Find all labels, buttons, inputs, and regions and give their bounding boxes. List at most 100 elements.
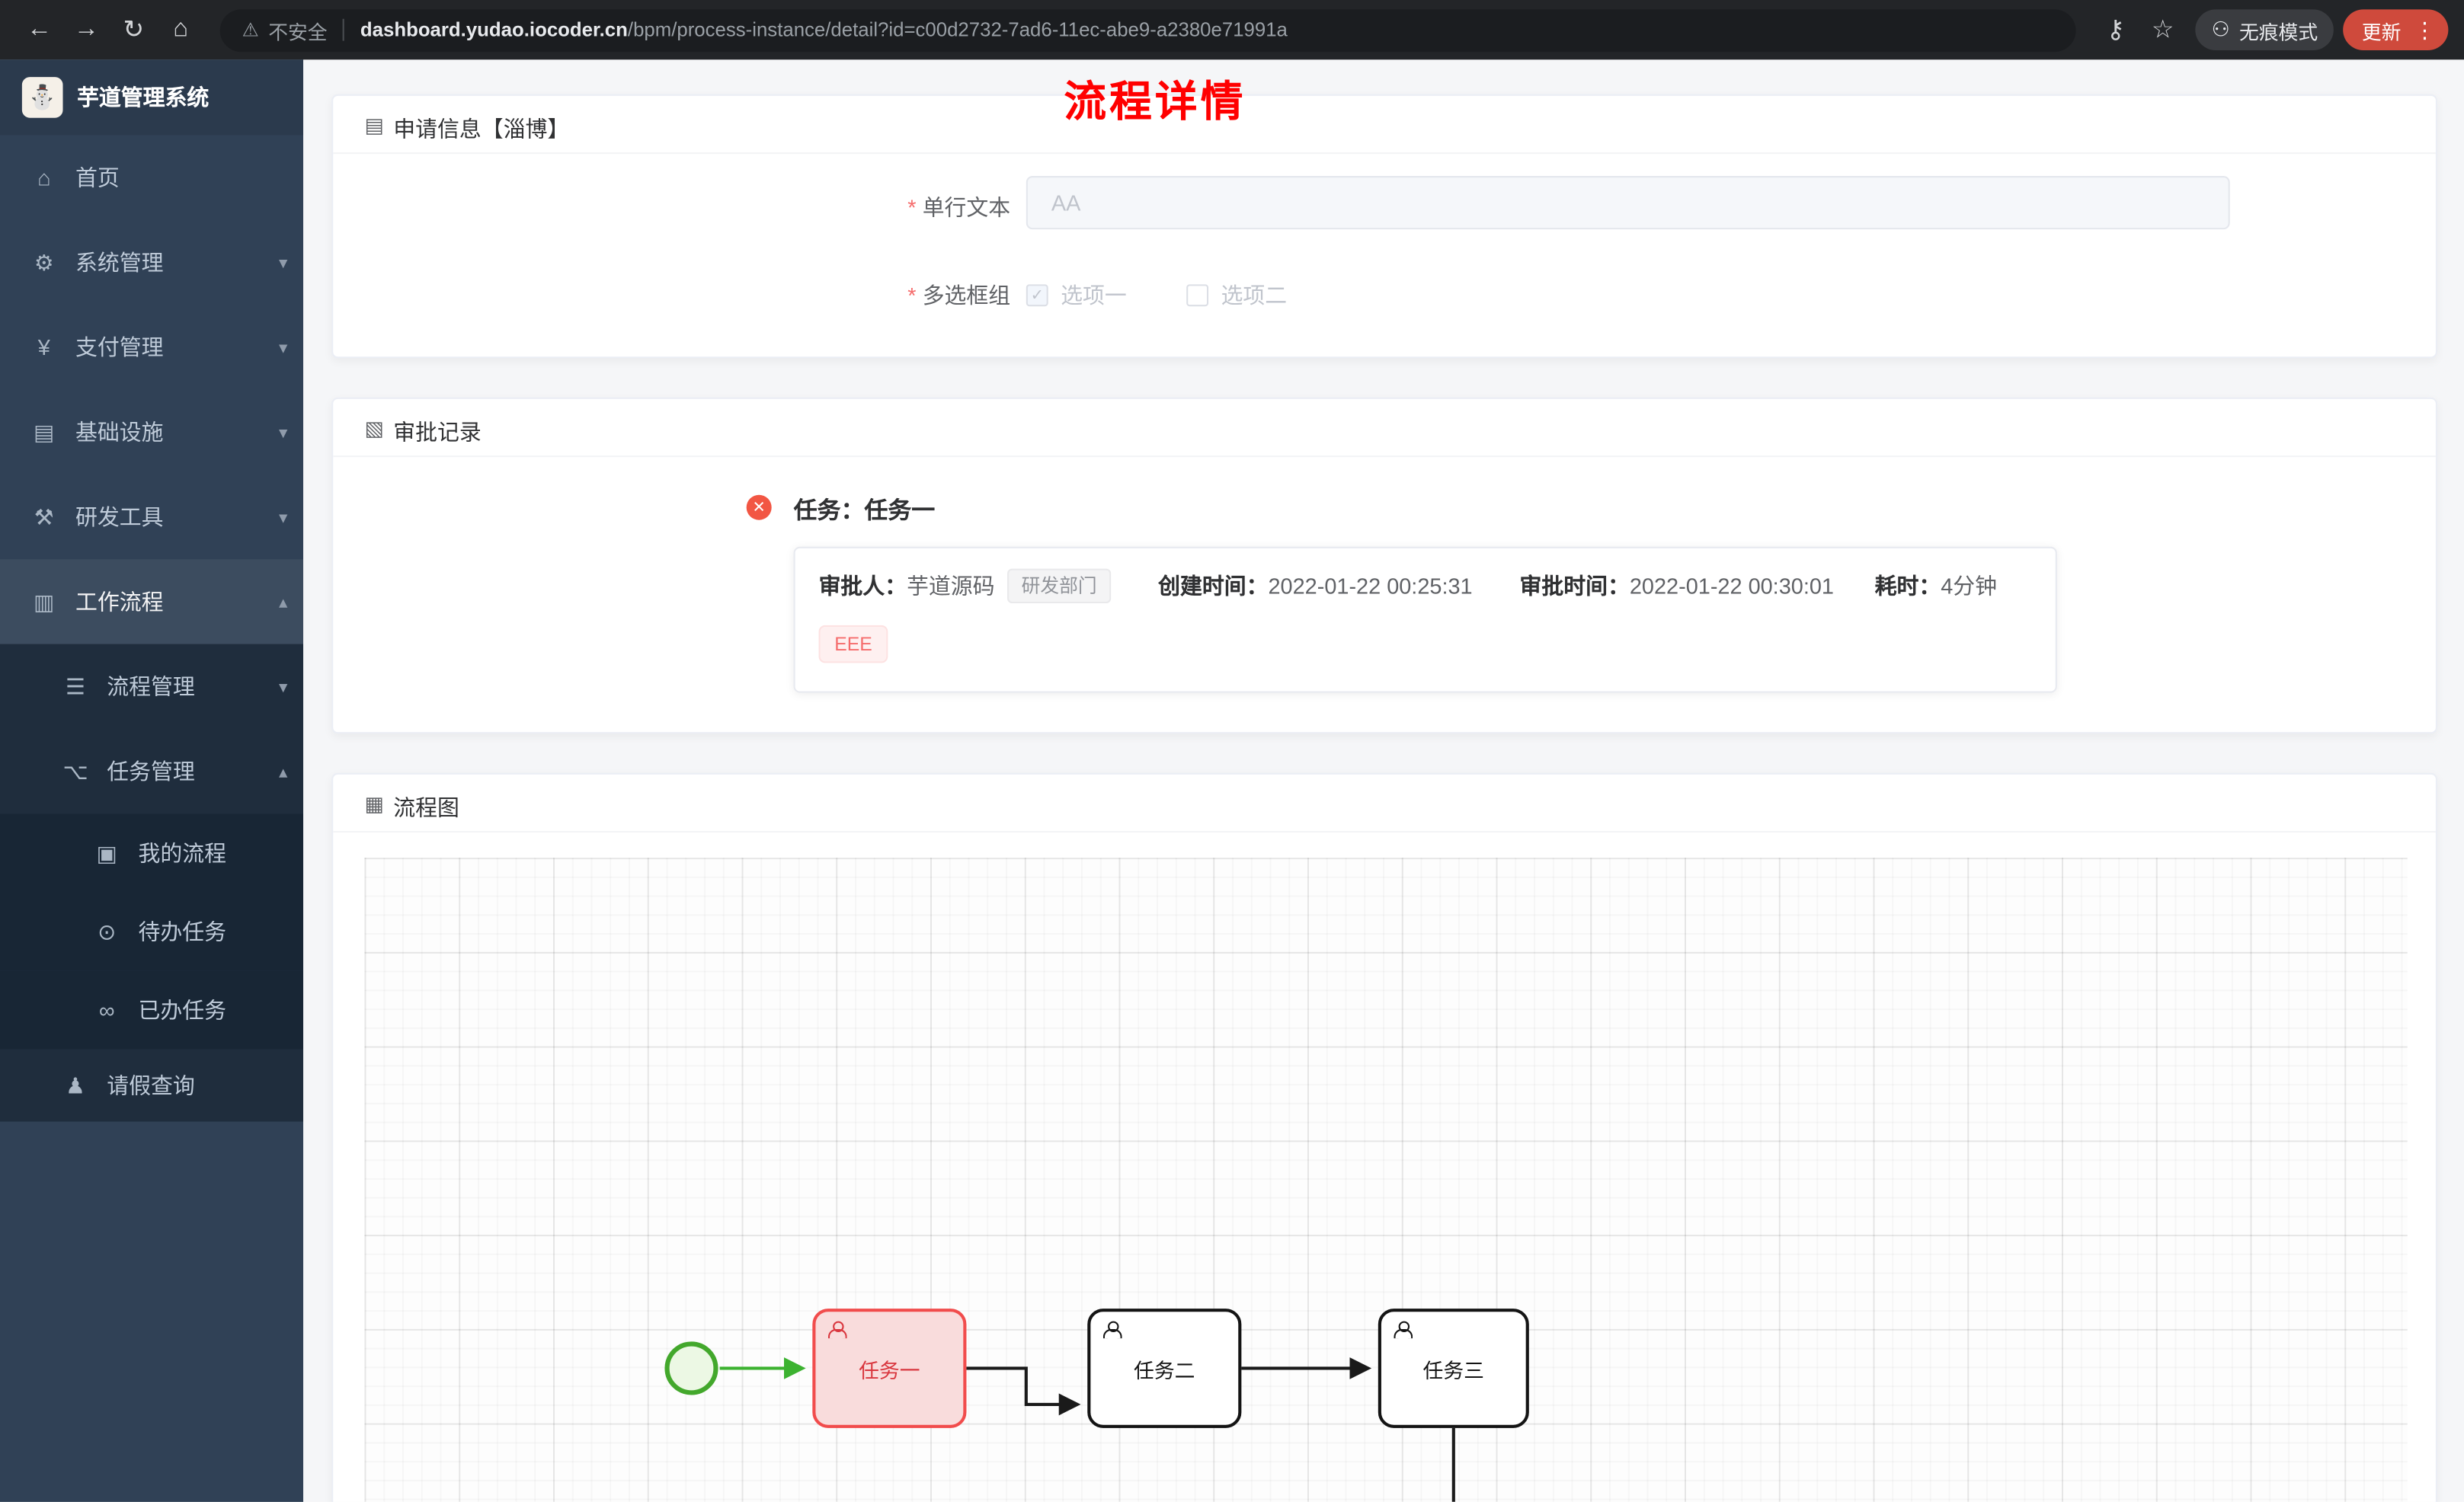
chevron-down-icon: ▾ — [279, 677, 288, 697]
checkbox-field-label: *多选框组 — [790, 280, 1010, 311]
process-diagram-card: ▦ 流程图 — [331, 772, 2437, 1502]
sidebar-item-label: 请假查询 — [107, 1072, 195, 1098]
list-icon: ☰ — [66, 673, 85, 698]
apply-info-header: ▤ 申请信息【淄博】 — [333, 96, 2436, 155]
checkbox-option1-label: 选项一 — [1061, 283, 1127, 308]
chevron-down-icon: ▾ — [279, 254, 288, 273]
incognito-label: 无痕模式 — [2238, 21, 2318, 43]
sidebar-item-label: 已办任务 — [138, 997, 227, 1023]
sidebar-item-todo-tasks[interactable]: ⊙ 待办任务 — [0, 892, 304, 971]
update-button[interactable]: 更新 ⋮ — [2343, 9, 2449, 50]
checkbox-group: ✓ 选项一 选项二 — [1026, 280, 1287, 311]
sidebar-item-infrastructure[interactable]: ▤ 基础设施 ▾ — [0, 390, 303, 475]
sidebar-item-leave-query[interactable]: ♟ 请假查询 — [0, 1049, 304, 1122]
check-icon: ✓ — [1030, 286, 1044, 305]
tree-icon: ⌥ — [62, 758, 88, 784]
sidebar-item-label: 支付管理 — [75, 334, 164, 360]
created-time-label: 创建时间： — [1158, 573, 1269, 599]
incognito-icon: ⚇ — [2211, 17, 2230, 41]
bpmn-task-2[interactable]: 任务二 — [1087, 1309, 1242, 1428]
chevron-down-icon: ▾ — [279, 508, 288, 527]
approved-time-value: 2022-01-22 00:30:01 — [1629, 573, 1834, 599]
checkbox-option2[interactable] — [1186, 284, 1209, 307]
browser-menu-icon[interactable]: ⋮ — [2414, 16, 2436, 42]
sidebar-item-done-tasks[interactable]: ∞ 已办任务 — [0, 970, 304, 1050]
sidebar-item-my-process[interactable]: ▣ 我的流程 — [0, 813, 304, 893]
sidebar-item-devtools[interactable]: ⚒ 研发工具 ▾ — [0, 475, 303, 559]
user-task-icon — [1394, 1321, 1413, 1339]
reload-icon[interactable]: ↻ — [123, 17, 145, 44]
checkbox-option2-label: 选项二 — [1221, 283, 1288, 308]
apply-info-card: ▤ 申请信息【淄博】 *单行文本 AA *多选框组 ✓ 选项一 选项二 — [331, 94, 2437, 359]
workflow-icon: ▥ — [34, 588, 55, 614]
process-diagram-header: ▦ 流程图 — [333, 775, 2436, 833]
monitor-icon: ▤ — [34, 418, 55, 444]
app-logo-row[interactable]: ⛄ 芋道管理系统 — [0, 59, 304, 136]
duration-value: 4分钟 — [1941, 573, 1998, 599]
sidebar-item-label: 首页 — [75, 165, 120, 190]
forward-icon[interactable]: → — [73, 15, 99, 43]
bpmn-task-3[interactable]: 任务三 — [1378, 1309, 1529, 1428]
sidebar-item-label: 工作流程 — [75, 589, 164, 615]
sidebar-item-label: 待办任务 — [138, 919, 227, 944]
audit-task-title: 任务：任务一 — [793, 497, 936, 525]
bpmn-task-1[interactable]: 任务一 — [812, 1309, 967, 1428]
sidebar-item-home[interactable]: ⌂ 首页 — [0, 135, 303, 219]
approver-name: 芋道源码 — [907, 573, 995, 599]
bpmn-start-event[interactable] — [664, 1341, 718, 1395]
app-title: 芋道管理系统 — [77, 85, 210, 110]
bpmn-canvas[interactable]: 任务一 任务二 任务三 — [364, 858, 2408, 1502]
sidebar-item-label: 基础设施 — [75, 419, 164, 445]
record-icon: ▧ — [364, 416, 384, 440]
sidebar-item-system[interactable]: ⚙ 系统管理 ▾ — [0, 220, 303, 305]
chevron-up-icon: ▴ — [279, 762, 288, 782]
browser-toolbar: ← → ↻ ⌂ ⚠ 不安全 dashboard.yudao.iocoder.cn… — [0, 0, 2464, 60]
gear-icon: ⚙ — [34, 248, 54, 274]
audit-comment-tag: EEE — [818, 625, 888, 663]
sidebar-item-label: 系统管理 — [75, 249, 164, 275]
browser-home-icon[interactable]: ⌂ — [173, 15, 189, 43]
eye-icon: ⊙ — [98, 918, 117, 944]
chart-icon: ▦ — [364, 791, 384, 816]
chevron-up-icon: ▴ — [279, 593, 288, 612]
url-host: dashboard.yudao.iocoder.cn — [360, 18, 628, 41]
text-field-label: *单行文本 — [790, 192, 1010, 223]
back-icon[interactable]: ← — [27, 15, 53, 43]
audit-record-card: ▧ 审批记录 ✕ 任务：任务一 审批人： 芋道源码 研发部门 创建时间： 202… — [331, 397, 2437, 734]
incognito-badge: ⚇ 无痕模式 — [2195, 9, 2334, 50]
flow-task1-to-task2 — [966, 1366, 1081, 1416]
process-diagram-title: 流程图 — [393, 794, 459, 820]
approved-time-label: 审批时间： — [1519, 573, 1630, 599]
sidebar-item-task-management[interactable]: ⌥ 任务管理 ▴ — [0, 729, 304, 814]
glasses-icon: ∞ — [98, 997, 115, 1023]
text-field-label-text: 单行文本 — [922, 194, 1011, 220]
single-line-text-input[interactable]: AA — [1026, 176, 2230, 230]
sidebar-item-label: 我的流程 — [138, 840, 227, 866]
bpmn-connectors — [719, 1357, 1455, 1502]
main-content: 流程详情 ▤ 申请信息【淄博】 *单行文本 AA *多选框组 ✓ 选项一 选项二 — [303, 59, 2464, 1502]
bpmn-task-label: 任务二 — [1134, 1358, 1195, 1382]
checkbox-field-label-text: 多选框组 — [922, 283, 1011, 308]
duration-label: 耗时： — [1874, 573, 1941, 599]
audit-record-title: 审批记录 — [393, 419, 482, 445]
sidebar-filler — [0, 1121, 304, 1502]
sidebar-item-label: 研发工具 — [75, 504, 164, 530]
sidebar: ⛄ 芋道管理系统 ⌂ 首页 ⚙ 系统管理 ▾ ¥ 支付管理 ▾ ▤ 基础设施 ▾… — [0, 59, 304, 1502]
required-mark: * — [907, 194, 917, 220]
bookmark-star-icon[interactable]: ☆ — [2151, 17, 2174, 44]
sidebar-item-workflow[interactable]: ▥ 工作流程 ▴ — [0, 559, 304, 644]
update-label: 更新 — [2361, 21, 2402, 43]
bpmn-task-label: 任务一 — [859, 1358, 920, 1382]
security-label[interactable]: 不安全 — [268, 21, 328, 43]
key-icon[interactable]: ⚷ — [2106, 17, 2125, 44]
sidebar-item-payment[interactable]: ¥ 支付管理 ▾ — [0, 305, 303, 389]
required-mark: * — [907, 283, 917, 308]
security-warning-icon: ⚠ — [242, 18, 259, 41]
checkbox-option1[interactable]: ✓ — [1026, 284, 1048, 307]
sidebar-item-process-management[interactable]: ☰ 流程管理 ▾ — [0, 644, 304, 729]
tools-icon: ⚒ — [34, 503, 54, 529]
audit-record-header: ▧ 审批记录 — [333, 399, 2436, 458]
address-bar[interactable]: ⚠ 不安全 dashboard.yudao.iocoder.cn /bpm/pr… — [219, 8, 2077, 52]
person-icon: ♟ — [66, 1072, 85, 1098]
